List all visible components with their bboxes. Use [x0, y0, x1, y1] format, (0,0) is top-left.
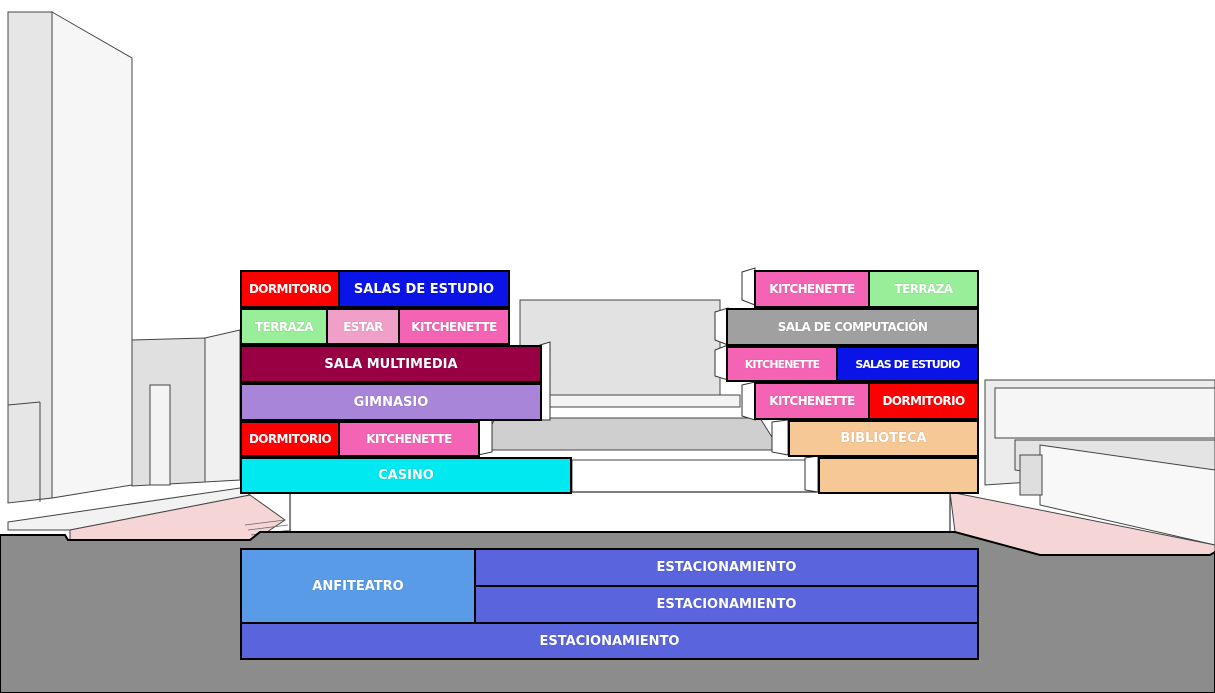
middle-background-volume [519, 299, 721, 396]
left-row4-gimnasio: GIMNASIO [240, 383, 542, 421]
left-row1-salas-de-estudio: SALAS DE ESTUDIO [338, 270, 510, 308]
left-row6-casino: CASINO [240, 457, 572, 494]
basement-estacionamiento-1: ESTACIONAMIENTO [474, 548, 979, 587]
left-row2-kitchenette: KITCHENETTE [398, 308, 510, 345]
right-row2-sala-de-computacion: SALA DE COMPUTACIÓN [726, 308, 979, 346]
right-row1-kitchenette: KITCHENETTE [754, 270, 870, 308]
right-row6-biblioteca-base [818, 457, 979, 494]
left-row5-dormitorio: DORMITORIO [240, 421, 340, 457]
left-row2-estar: ESTAR [326, 308, 400, 345]
right-row4-dormitorio: DORMITORIO [868, 382, 979, 420]
podium [289, 491, 951, 533]
left-row2-terraza: TERRAZA [240, 308, 328, 345]
right-row4-kitchenette: KITCHENETTE [754, 382, 870, 420]
right-row3-kitchenette: KITCHENETTE [726, 346, 838, 382]
right-row3-salas-de-estudio: SALAS DE ESTUDIO [836, 346, 979, 382]
right-row1-terraza: TERRAZA [868, 270, 979, 308]
right-row5-biblioteca: BIBLIOTECA [788, 420, 979, 457]
tall-building-left-side [51, 11, 133, 499]
basement-estacionamiento-3: ESTACIONAMIENTO [240, 622, 979, 660]
left-row1-dormitorio: DORMITORIO [240, 270, 340, 308]
basement-anfiteatro: ANFITEATRO [240, 548, 476, 624]
left-row3-sala-multimedia: SALA MULTIMEDIA [240, 345, 542, 383]
basement-estacionamiento-2: ESTACIONAMIENTO [474, 585, 979, 624]
left-row5-kitchenette: KITCHENETTE [338, 421, 480, 457]
tall-building-left [7, 11, 53, 504]
